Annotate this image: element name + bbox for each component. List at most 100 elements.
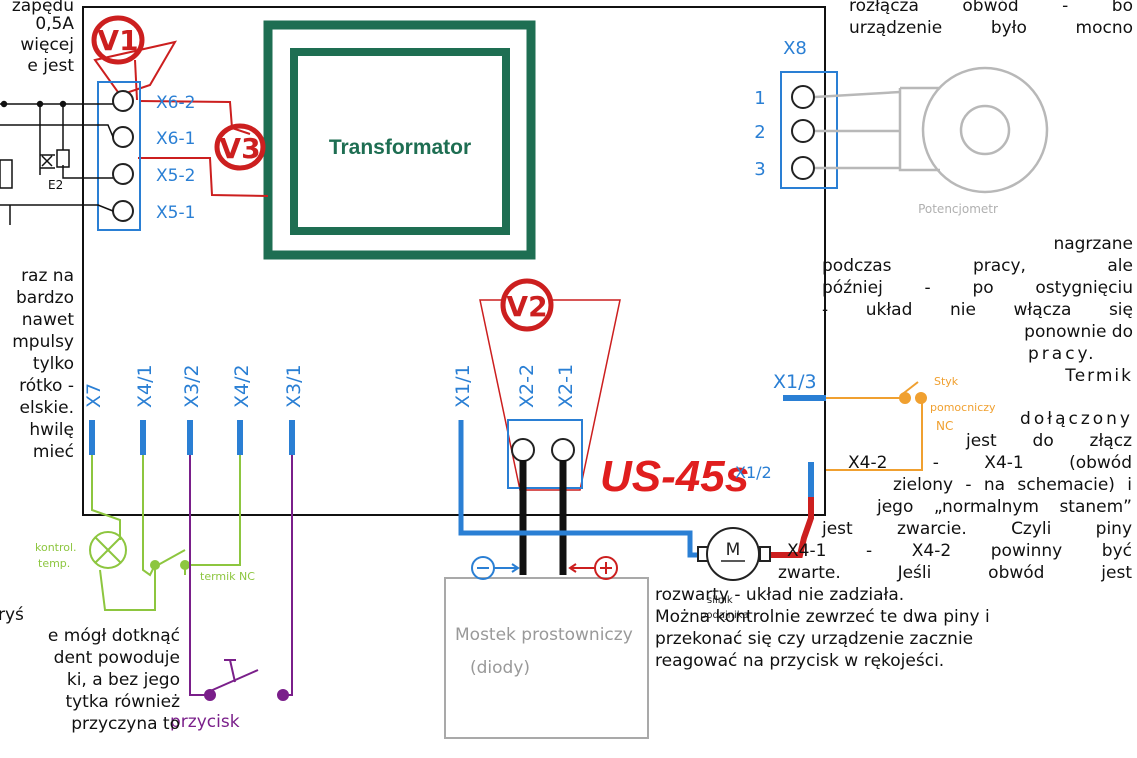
label-x3-1: X3/1 xyxy=(283,364,305,408)
right-text-line-2: podczas pracy, ale xyxy=(822,256,1133,276)
v3-group: V3 xyxy=(138,123,269,197)
right-text-line-1: nagrzane xyxy=(1053,234,1133,254)
label-x2-1: X2-1 xyxy=(555,364,577,408)
v3-marker-circle xyxy=(214,123,266,171)
x1-connectors: X1/1 X1/3 X1/2 xyxy=(452,364,826,497)
x2-housing xyxy=(507,419,583,489)
x8-pin-label-3: 3 xyxy=(754,159,765,180)
pin-x2-1 xyxy=(551,438,575,462)
label-x5-2: X5-2 xyxy=(156,166,195,186)
controller-board xyxy=(82,6,826,516)
rectifier-bridge: Mostek prostowniczy (diody) xyxy=(444,577,649,739)
right-text-line-11: zielony - na schemacie) i xyxy=(893,475,1132,495)
left-text-line-2: 0,5A xyxy=(35,14,74,34)
right-text-line-9: jest do złącz xyxy=(966,431,1132,451)
potentiometer xyxy=(814,66,1049,194)
right-text-line-19: reagować na przycisk w rękojeści. xyxy=(655,651,945,671)
right-text-top-line-1: rozłącza obwód - bo xyxy=(849,0,1133,16)
right-text-line-10: X4-2 - X4-1 (obwód xyxy=(848,453,1132,473)
transformer-inner-frame xyxy=(290,48,510,235)
left-text-line-4: e jest xyxy=(27,56,74,76)
right-text-line-8: dołączony xyxy=(1020,409,1133,429)
pin-x8-3 xyxy=(791,156,815,180)
label-x5-1: X5-1 xyxy=(156,203,195,223)
left-text-line-8: mpulsy xyxy=(12,332,74,352)
motor-letter: M xyxy=(726,540,741,560)
thermostat-label: termik NC xyxy=(200,570,255,583)
pin-x6-2 xyxy=(112,90,134,112)
rectifier-box xyxy=(444,577,649,739)
right-text-line-12: jego „normalnym stanem” xyxy=(877,497,1132,517)
lamp-label-line1: kontrol. xyxy=(35,541,77,554)
v1-marker-circle xyxy=(91,15,145,65)
rectifier-label-line1: Mostek prostowniczy xyxy=(455,625,633,645)
motor-symbol xyxy=(706,527,760,581)
transformer: Transformator xyxy=(263,20,536,260)
label-x4-2: X4/2 xyxy=(231,364,253,408)
left-text-line-5: raz na xyxy=(21,266,74,286)
aux-contact-label-line1: Styk xyxy=(934,375,959,388)
pin-x2-2 xyxy=(511,438,535,462)
left-text-line-11: elskie. xyxy=(19,398,74,418)
label-x4-1: X4/1 xyxy=(134,364,156,408)
rectifier-leads xyxy=(519,460,567,575)
label-x1-2: X1/2 xyxy=(735,463,772,482)
left-text-line-19: przyczyna to xyxy=(71,714,180,734)
transformer-outer-frame xyxy=(263,20,536,260)
model-label: US-45s xyxy=(600,452,749,501)
left-text-line-6: bardzo xyxy=(15,288,74,308)
x8-pin-label-2: 2 xyxy=(754,122,765,143)
pin-x8-1 xyxy=(791,85,815,109)
label-x1-1: X1/1 xyxy=(452,364,474,408)
label-x2-2: X2-2 xyxy=(516,364,538,408)
right-text-line-6: pracy. xyxy=(1028,344,1097,364)
label-x6-1: X6-1 xyxy=(156,129,195,149)
left-text-line-14: ryś xyxy=(0,605,24,625)
right-text-line-13: jest zwarcie. Czyli piny xyxy=(822,519,1132,539)
label-x6-2: X6-2 xyxy=(156,93,195,113)
green-circuit xyxy=(89,455,241,611)
aux-contact-circuit xyxy=(826,381,927,471)
right-text-line-3: później - po ostygnięciu xyxy=(822,278,1133,298)
right-text-line-14: X4-1 - X4-2 powinny być xyxy=(787,541,1132,561)
aux-contact-label-line3: NC xyxy=(936,419,953,433)
left-text-line-13: mieć xyxy=(32,442,74,462)
external-wiring-left xyxy=(0,100,114,225)
left-text-line-12: hwilę xyxy=(29,420,74,440)
v2-group: V2 X2-2 X2-1 xyxy=(479,278,621,491)
left-text-line-17: ki, a bez jego xyxy=(66,670,180,690)
label-x3-2: X3/2 xyxy=(181,364,203,408)
v3-marker-label: V3 xyxy=(219,132,260,165)
right-text-line-15: zwarte. Jeśli obwód jest xyxy=(778,563,1132,583)
label-x1-3: X1/3 xyxy=(773,371,817,393)
x8-pin-label-1: 1 xyxy=(754,88,765,109)
left-text-line-10: rótko - xyxy=(19,376,74,396)
right-text-line-4: - układ nie włącza się xyxy=(822,300,1133,320)
bottom-connectors: X7 X4/1 X3/2 X4/2 X3/1 xyxy=(83,364,305,455)
left-text-line-7: nawet xyxy=(21,310,74,330)
transformer-label: Transformator xyxy=(329,136,471,159)
pin-x5-2 xyxy=(112,163,134,185)
potentiometer-label: Potencjometr xyxy=(918,202,998,216)
motor-label-line1: silnik xyxy=(707,595,733,606)
rectifier-label-line2: (diody) xyxy=(470,658,530,678)
pin-x5-1 xyxy=(112,200,134,222)
polarity-markers xyxy=(471,556,618,580)
left-text-line-18: tytka również xyxy=(65,692,180,712)
label-x7: X7 xyxy=(83,383,105,408)
left-text-line-1: zapędu xyxy=(11,0,74,16)
x8-connector-block: X8 1 2 3 xyxy=(754,38,838,189)
right-text-line-17: Można kontrolnie zewrzeć te dwa piny i xyxy=(655,607,990,627)
right-text-line-16: rozwarty - układ nie zadziała. xyxy=(655,585,905,605)
control-lamp-circle xyxy=(89,531,127,569)
right-text-line-18: przekonać się czy urządzenie zacznie xyxy=(655,629,974,649)
lamp-label-line2: temp. xyxy=(38,557,70,570)
v1-marker-label: V1 xyxy=(97,24,138,57)
purple-circuit xyxy=(189,455,293,701)
left-text-line-3: więcej xyxy=(20,35,74,55)
right-text-top-line-2: urządzenie było mocno xyxy=(849,18,1133,38)
right-text-line-5: ponownie do xyxy=(1024,322,1133,342)
v2-marker-label: V2 xyxy=(506,290,547,323)
left-text-line-15: e mógł dotknąć xyxy=(47,626,180,646)
